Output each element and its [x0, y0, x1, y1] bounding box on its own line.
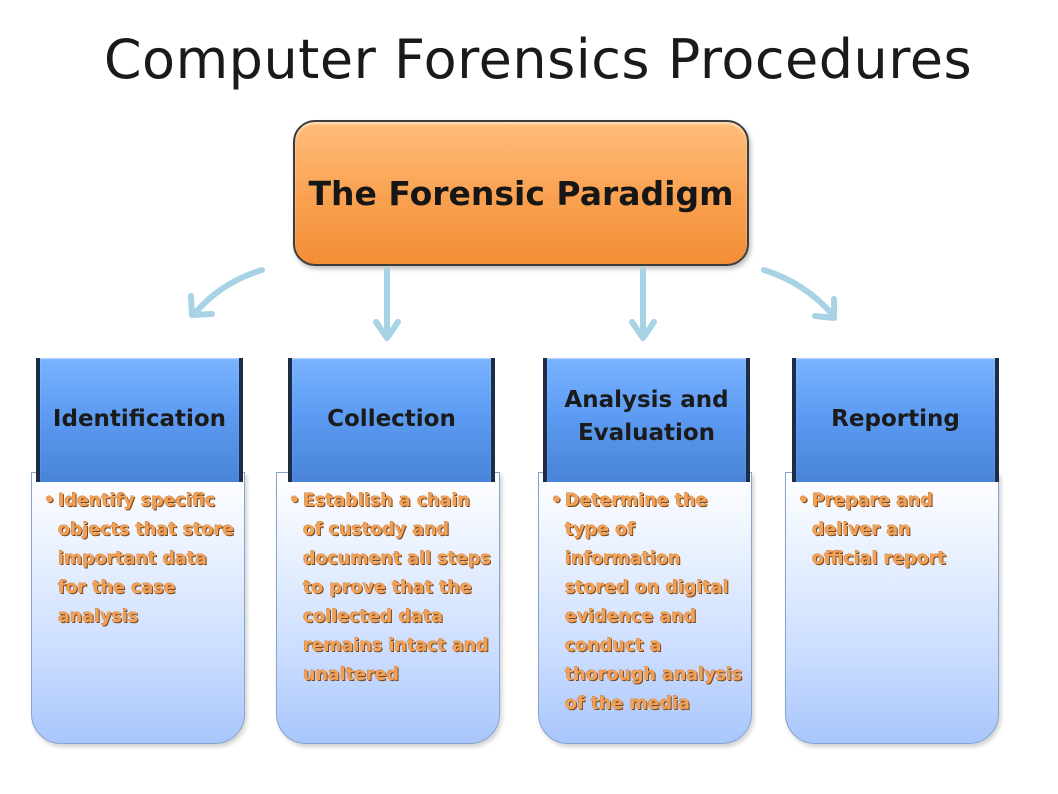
stage-analysis-label: Analysis and Evaluation [564, 386, 729, 446]
stage-collection-body: • Establish a chain of custody and docum… [276, 472, 500, 744]
stage-reporting-body: • Prepare and deliver an official report [785, 472, 999, 744]
stage-collection-text: Establish a chain of custody and documen… [303, 491, 491, 685]
stage-reporting-header: Reporting [792, 358, 999, 482]
bullet-dot: • [798, 491, 810, 511]
stage-analysis-text: Determine the type of information stored… [565, 491, 743, 714]
bullet-dot: • [551, 491, 563, 511]
stage-analysis-bullet: • Determine the type of information stor… [551, 487, 747, 719]
page-title: Computer Forensics Procedures [103, 28, 973, 91]
arrow-to-analysis [629, 267, 657, 341]
stage-identification-text: Identify specific objects that store imp… [58, 491, 235, 627]
stage-identification-header: Identification [36, 358, 243, 482]
stage-analysis-body: • Determine the type of information stor… [538, 472, 752, 744]
stage-identification-body: • Identify specific objects that store i… [31, 472, 245, 744]
arrow-to-reporting [761, 267, 837, 321]
arrow-to-collection [373, 267, 401, 341]
stage-identification-label: Identification [52, 406, 227, 433]
bullet-dot: • [289, 491, 301, 511]
bullet-dot: • [44, 491, 56, 511]
stage-analysis-header: Analysis and Evaluation [543, 358, 750, 482]
root-node-label: The Forensic Paradigm [308, 173, 734, 213]
stage-collection-label: Collection [327, 406, 456, 433]
stage-collection-bullet: • Establish a chain of custody and docum… [289, 487, 495, 690]
arrow-to-identification [188, 267, 265, 318]
stage-reporting-label: Reporting [831, 406, 960, 433]
stage-identification-bullet: • Identify specific objects that store i… [44, 487, 240, 632]
root-node: The Forensic Paradigm [293, 120, 749, 266]
stage-reporting-bullet: • Prepare and deliver an official report [798, 487, 948, 574]
stage-collection-header: Collection [288, 358, 495, 482]
stage-reporting-text: Prepare and deliver an official report [812, 491, 946, 569]
